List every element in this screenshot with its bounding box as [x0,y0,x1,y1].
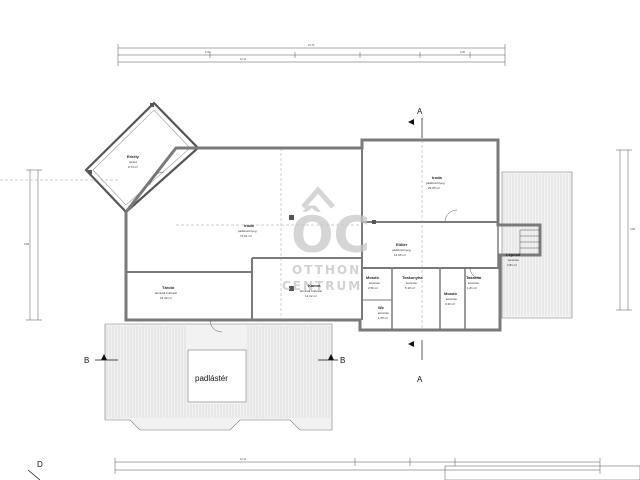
dim-side-right: 3,65 [630,228,635,231]
room-takarito: Takarító kerámia 1,81 m² [466,275,482,290]
svg-text:Mosdó: Mosdó [444,291,457,296]
side-dimension-lines [26,149,632,321]
section-line-b [95,354,338,361]
room-eloter: Előtér padlószőnyeg 14,95 m² [392,242,411,257]
svg-text:kerámia: kerámia [468,281,479,285]
svg-text:padlószőnyeg: padlószőnyeg [392,248,411,252]
attic-box [187,349,247,403]
svg-text:kerámia: kerámia [446,297,457,301]
svg-text:kerámia: kerámia [369,281,380,285]
svg-text:laminált burkolat: laminált burkolat [300,289,322,293]
dim-top-total: 15,70 [308,44,315,47]
svg-text:kerámia: kerámia [406,281,417,285]
svg-text:72,61 m²: 72,61 m² [240,234,252,238]
dim-bottom-total: 12,11 [240,458,247,461]
attic-label: padlástér [195,374,228,383]
dim-top-right: 3,95 [460,51,465,54]
section-a-bottom-label: A [417,375,423,384]
staircase [519,229,540,255]
columns [88,103,376,291]
room-iroda-right: Iroda padlószőnyeg 29,95 m² [426,175,445,190]
watermark-letters: ÔC [291,205,370,264]
svg-text:2,56 m²: 2,56 m² [368,286,378,290]
svg-text:laminált burkolat: laminált burkolat [155,291,177,295]
room-erkely: Erkély terasz 9,74 m² [127,154,140,169]
svg-text:9,74 m²: 9,74 m² [128,165,138,169]
structural-dashed-lines [0,140,423,330]
svg-text:terasz: terasz [129,160,138,164]
svg-text:Takarító: Takarító [466,275,482,280]
room-mosdo-left: Mosdó kerámia 2,56 m² [366,275,380,290]
room-wc: Wc kerámia 1,65 m² [378,305,389,320]
svg-text:Lépcső: Lépcső [506,252,521,257]
svg-text:16,40 m²: 16,40 m² [160,296,172,300]
svg-text:29,95 m²: 29,95 m² [428,186,440,190]
section-a-top-label: A [417,107,423,116]
room-mosdo-right: Mosdó kerámia 3,36 m² [444,291,457,306]
svg-text:2,81 m²: 2,81 m² [507,263,517,267]
svg-text:Tároló: Tároló [162,285,175,290]
svg-text:padlószőnyeg: padlószőnyeg [238,229,257,233]
svg-text:1,65 m²: 1,65 m² [378,316,388,320]
svg-text:Iroda: Iroda [432,175,443,180]
svg-text:Erkély: Erkély [127,154,140,159]
svg-text:Kamra: Kamra [308,283,321,288]
title-block [444,465,640,480]
svg-text:Mosdó: Mosdó [366,275,379,280]
section-b-right-label: B [340,356,345,365]
dim-top-left: 6,34 [205,51,210,54]
bottom-roof-hatch [104,323,333,431]
svg-text:kerámia: kerámia [508,258,519,262]
right-roof-hatch [501,171,573,319]
watermark-line1: OTTHON [292,263,361,277]
section-b-left-label: B [84,356,89,365]
svg-text:1,81 m²: 1,81 m² [467,286,477,290]
section-line-a [408,118,423,360]
room-lepcso: Lépcső kerámia 2,81 m² [506,252,521,267]
building-walls [124,138,542,332]
svg-text:Előtér: Előtér [396,242,408,247]
corner-d-label: D [37,460,43,469]
doors [149,171,481,333]
svg-text:padlószőnyeg: padlószőnyeg [426,181,445,185]
bottom-dimension-lines [114,458,601,474]
dim-top-mid: 12,11 [240,58,247,61]
balcony-outline [84,101,200,214]
room-iroda-large: Iroda padlószőnyeg 72,61 m² [238,223,257,238]
dim-side-left: 4,89 [24,243,29,246]
corner-d-arrow [27,469,41,480]
svg-text:5,18 m²: 5,18 m² [405,286,415,290]
svg-text:3,36 m²: 3,36 m² [445,302,455,306]
room-teakonyha: Teakonyha kerámia 5,18 m² [402,275,423,290]
svg-text:14,95 m²: 14,95 m² [394,253,406,257]
watermark-line2: CENTRUM [282,279,362,293]
svg-text:Iroda: Iroda [244,223,255,228]
otthon-centrum-watermark: ÔC OTTHON CENTRUM [282,186,370,293]
svg-text:Wc: Wc [378,305,385,310]
svg-text:14,02 m²: 14,02 m² [305,294,317,298]
room-tarolo: Tároló laminált burkolat 16,40 m² [155,285,177,300]
watermark-roof-icon [301,186,335,209]
room-kamra: Kamra laminált burkolat 14,02 m² [300,283,322,298]
top-dimension-lines [117,44,506,66]
svg-text:kerámia: kerámia [378,311,389,315]
svg-text:Teakonyha: Teakonyha [402,275,423,280]
